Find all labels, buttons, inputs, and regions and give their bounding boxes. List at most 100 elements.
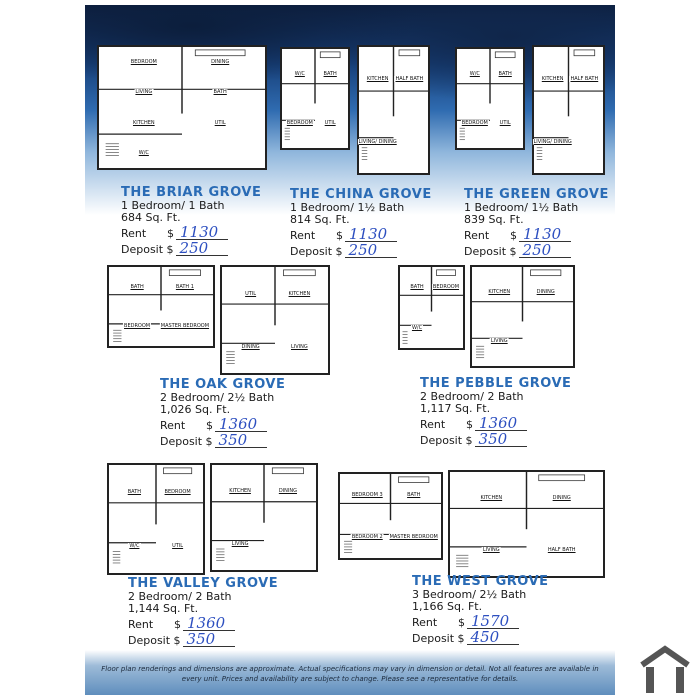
room-label: BEDROOM bbox=[129, 59, 158, 66]
rent-row: Rent $1360 bbox=[420, 416, 571, 431]
room-label: BEDROOM 3 bbox=[350, 492, 384, 498]
deposit-value: 450 bbox=[466, 630, 519, 645]
room-label: MASTER BEDROOM bbox=[159, 323, 211, 330]
room-label: BATH bbox=[406, 492, 422, 498]
room-label: DINING bbox=[535, 288, 556, 295]
deposit-value: 350 bbox=[182, 632, 235, 647]
deposit-value: 250 bbox=[175, 241, 228, 256]
rent-row: Rent$1130 bbox=[464, 227, 609, 242]
rent-label: Rent bbox=[160, 419, 186, 432]
house-logo-icon bbox=[638, 645, 692, 693]
unit-square-feet: 1,166 Sq. Ft. bbox=[412, 600, 483, 613]
unit-bed-bath: 2 Bedroom/ 2 Bath bbox=[128, 590, 232, 603]
currency-symbol: $ bbox=[167, 227, 174, 240]
currency-symbol: $ bbox=[458, 616, 465, 629]
room-label: BEDROOM bbox=[431, 284, 461, 291]
room-label: UTIL bbox=[498, 120, 512, 127]
room-label: DINING bbox=[210, 59, 231, 66]
unit-square-feet: 839 Sq. Ft. bbox=[464, 213, 524, 226]
watercolor-footer bbox=[85, 650, 615, 695]
room-label: KITCHEN bbox=[131, 119, 156, 126]
rent-value: 1360 bbox=[183, 616, 235, 631]
room-label: BEDROOM bbox=[285, 120, 314, 127]
room-label: KITCHEN bbox=[479, 495, 504, 501]
room-label: KITCHEN bbox=[228, 488, 252, 495]
room-label: BATH bbox=[409, 284, 425, 291]
unit-name: THE BRIAR GROVE bbox=[121, 185, 262, 200]
room-label: UTIL bbox=[171, 543, 185, 549]
room-label: BATH 1 bbox=[174, 283, 195, 290]
deposit-row: Deposit $350 bbox=[128, 632, 278, 647]
rent-row: Rent $1570 bbox=[412, 614, 548, 629]
rent-value: 1570 bbox=[467, 614, 519, 629]
deposit-label: Deposit $ bbox=[290, 245, 343, 258]
floor-plan-drawing: KITCHEN DINING LIVING bbox=[470, 265, 575, 368]
room-label: BEDROOM bbox=[123, 323, 152, 330]
room-label: W/C bbox=[293, 70, 306, 77]
rent-label: Rent bbox=[420, 418, 446, 431]
unit-bed-bath: 1 Bedroom/ 1½ Bath bbox=[464, 201, 579, 214]
deposit-row: Deposit $450 bbox=[412, 630, 548, 645]
currency-symbol: $ bbox=[510, 229, 517, 242]
floor-plan-drawing: KITCHEN DINING LIVING bbox=[210, 463, 318, 572]
room-label: HALF BATH bbox=[546, 547, 577, 553]
room-label: LIVING bbox=[289, 343, 309, 350]
rent-row: Rent $1360 bbox=[160, 417, 285, 432]
room-label: MASTER BEDROOM bbox=[388, 534, 439, 540]
unit-square-feet: 1,026 Sq. Ft. bbox=[160, 403, 231, 416]
room-label: KITCHEN bbox=[540, 75, 565, 82]
room-label: LIVING/ DINING bbox=[357, 138, 398, 145]
deposit-label: Deposit $ bbox=[121, 243, 174, 256]
unit-square-feet: 1,117 Sq. Ft. bbox=[420, 402, 491, 415]
room-label: LIVING/ DINING bbox=[532, 138, 573, 145]
room-label: BATH bbox=[322, 70, 338, 77]
room-label: BEDROOM bbox=[163, 489, 192, 495]
rent-value: 1360 bbox=[215, 417, 267, 432]
rent-value: 1130 bbox=[519, 227, 571, 242]
room-label: W/C bbox=[410, 324, 424, 331]
unit-square-feet: 684 Sq. Ft. bbox=[121, 211, 181, 224]
deposit-row: Deposit $250 bbox=[464, 243, 609, 258]
room-label: HALF BATH bbox=[569, 75, 600, 82]
room-label: DINING bbox=[277, 488, 298, 495]
room-label: KITCHEN bbox=[287, 290, 312, 297]
unit-name: THE VALLEY GROVE bbox=[128, 576, 279, 591]
room-label: LIVING bbox=[489, 338, 509, 345]
unit-name: THE GREEN GROVE bbox=[464, 187, 609, 202]
deposit-row: Deposit $350 bbox=[420, 432, 571, 447]
deposit-row: Deposit $350 bbox=[160, 433, 285, 448]
deposit-label: Deposit $ bbox=[128, 634, 181, 647]
unit-bed-bath: 1 Bedroom/ 1½ Bath bbox=[290, 201, 405, 214]
rent-row: Rent$1130 bbox=[121, 225, 261, 240]
rent-value: 1360 bbox=[475, 416, 527, 431]
currency-symbol: $ bbox=[466, 418, 473, 431]
unit-square-feet: 814 Sq. Ft. bbox=[290, 213, 350, 226]
rent-label: Rent bbox=[121, 227, 147, 240]
floor-plan-drawing: BATH BEDROOM W/C bbox=[398, 265, 465, 350]
unit-bed-bath: 1 Bedroom/ 1 Bath bbox=[121, 199, 225, 212]
currency-symbol: $ bbox=[206, 419, 213, 432]
deposit-row: Deposit $250 bbox=[121, 241, 261, 256]
room-label: UTIL bbox=[323, 120, 337, 127]
room-label: KITCHEN bbox=[487, 288, 512, 295]
deposit-label: Deposit $ bbox=[464, 245, 517, 258]
room-label: W/C bbox=[128, 543, 141, 549]
floor-plan-drawing: W/C BATH BEDROOM UTIL bbox=[280, 47, 350, 150]
room-label: LIVING bbox=[230, 540, 250, 547]
deposit-row: Deposit $250 bbox=[290, 243, 432, 258]
room-label: KITCHEN bbox=[365, 75, 390, 82]
deposit-value: 250 bbox=[518, 243, 571, 258]
rent-label: Rent bbox=[412, 616, 438, 629]
currency-symbol: $ bbox=[336, 229, 343, 242]
